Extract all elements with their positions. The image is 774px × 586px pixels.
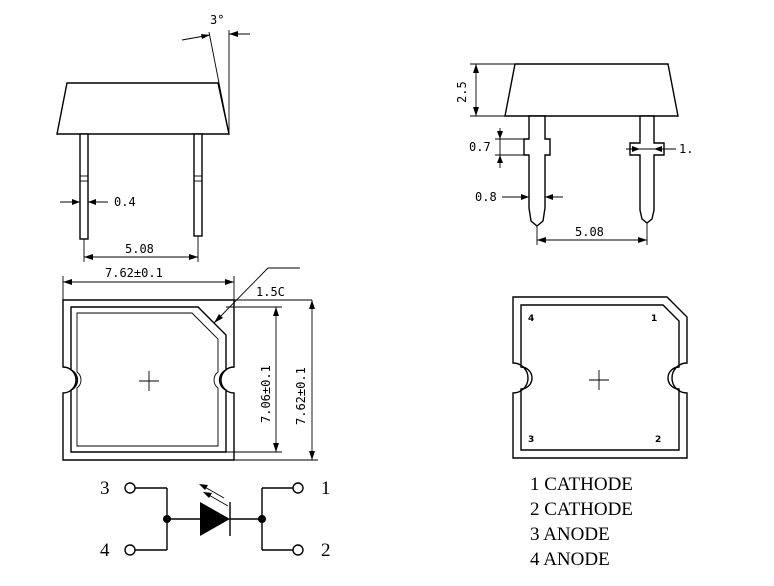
top-view-pin-2-label: 2 bbox=[655, 435, 661, 445]
front-view-body bbox=[504, 63, 679, 117]
bottom-view-inner-outline bbox=[70, 306, 227, 453]
legend-item-2: 2 CATHODE bbox=[530, 499, 633, 520]
front-pitch-label: 5.08 bbox=[575, 225, 604, 239]
shoulder-arrow-top bbox=[497, 131, 503, 139]
front-view-lead-left bbox=[523, 115, 551, 227]
top-view-inner-outline bbox=[520, 304, 680, 451]
pin-width-arrow-right bbox=[88, 199, 96, 205]
bottom-view-core-outline bbox=[76, 312, 219, 447]
right-lead-label: 1. bbox=[679, 142, 693, 156]
front-pitch-arrow-left bbox=[537, 237, 546, 243]
front-view: 2.5 0.7 0.8 1. 5.08 bbox=[455, 63, 693, 245]
lead-width-label: 0.8 bbox=[475, 190, 497, 204]
front-view-lead-right bbox=[629, 115, 665, 224]
side-view-body bbox=[56, 82, 230, 135]
circuit-terminal-2 bbox=[292, 544, 304, 556]
side-view-lead-right bbox=[193, 133, 203, 237]
emission-arrow-1-head bbox=[199, 484, 208, 490]
bottom-view-outer-outline bbox=[62, 299, 235, 461]
top-view-pin-3-label: 3 bbox=[528, 435, 534, 445]
top-view-pin-4-label: 4 bbox=[528, 314, 534, 324]
chamfer-leader-arrow bbox=[214, 314, 223, 323]
shoulder-label: 0.7 bbox=[469, 140, 491, 154]
front-pitch-arrow-right bbox=[638, 237, 647, 243]
outer-height-label: 7.62±0.1 bbox=[294, 367, 308, 425]
circuit-symbol: 3 1 4 2 bbox=[100, 478, 331, 561]
right-lead-arrow-left bbox=[632, 146, 640, 152]
inner-height-arrow-bottom bbox=[273, 443, 279, 452]
outer-height-arrow-top bbox=[309, 300, 315, 309]
top-view-outer-outline bbox=[512, 296, 688, 459]
bottom-width-arrow-left bbox=[63, 279, 72, 285]
side-view: 3° 0.4 5.08 bbox=[56, 13, 250, 262]
lead-width-arrow-right bbox=[545, 194, 553, 200]
circuit-terminal-1 bbox=[292, 482, 304, 494]
pin-width-arrow-left bbox=[72, 199, 80, 205]
inner-height-arrow-top bbox=[273, 307, 279, 316]
side-view-lead-left bbox=[79, 133, 89, 240]
height-label: 2.5 bbox=[455, 81, 469, 103]
legend-item-1: 1 CATHODE bbox=[530, 474, 633, 495]
legend-item-3: 3 ANODE bbox=[530, 524, 610, 545]
inner-height-label: 7.06±0.1 bbox=[259, 365, 273, 423]
bottom-view: 7.62±0.1 1.5C 7.06±0.1 7.62±0.1 bbox=[62, 266, 318, 461]
emission-arrow-1 bbox=[202, 485, 225, 499]
bottom-width-label: 7.62±0.1 bbox=[105, 266, 163, 280]
pin-pitch-arrow-left bbox=[84, 254, 93, 260]
led-diode-icon bbox=[200, 502, 230, 536]
shoulder-arrow-bottom bbox=[497, 155, 503, 163]
lead-width-arrow-left bbox=[521, 194, 529, 200]
angle-arrow-right bbox=[229, 31, 238, 37]
bottom-width-arrow-right bbox=[225, 279, 234, 285]
top-view: 4 1 3 2 bbox=[512, 296, 688, 459]
angle-label: 3° bbox=[210, 13, 224, 27]
emission-arrow-2 bbox=[206, 493, 229, 507]
pin-pitch-arrow-right bbox=[189, 254, 198, 260]
circuit-terminal-3 bbox=[124, 482, 136, 494]
angle-arrow-left bbox=[201, 34, 210, 39]
circuit-pin-1-label: 1 bbox=[321, 478, 331, 499]
pin-pitch-label: 5.08 bbox=[125, 242, 154, 256]
circuit-pin-2-label: 2 bbox=[321, 540, 331, 561]
height-arrow-bottom bbox=[473, 107, 479, 116]
right-lead-arrow-right bbox=[654, 146, 662, 152]
pin-width-label: 0.4 bbox=[114, 195, 136, 209]
chamfer-label: 1.5C bbox=[256, 285, 285, 299]
circuit-pin-3-label: 3 bbox=[100, 478, 110, 499]
chamfer-leader-diagonal bbox=[213, 267, 269, 324]
height-arrow-top bbox=[473, 64, 479, 73]
legend-item-4: 4 ANODE bbox=[530, 549, 610, 570]
circuit-pin-4-label: 4 bbox=[100, 540, 110, 561]
angle-ref-slant bbox=[208, 31, 230, 135]
pin-legend: 1 CATHODE 2 CATHODE 3 ANODE 4 ANODE bbox=[530, 474, 633, 570]
outer-height-arrow-bottom bbox=[309, 451, 315, 460]
top-view-pin-1-label: 1 bbox=[651, 314, 657, 324]
emission-arrow-2-head bbox=[203, 492, 212, 498]
circuit-terminal-4 bbox=[124, 544, 136, 556]
